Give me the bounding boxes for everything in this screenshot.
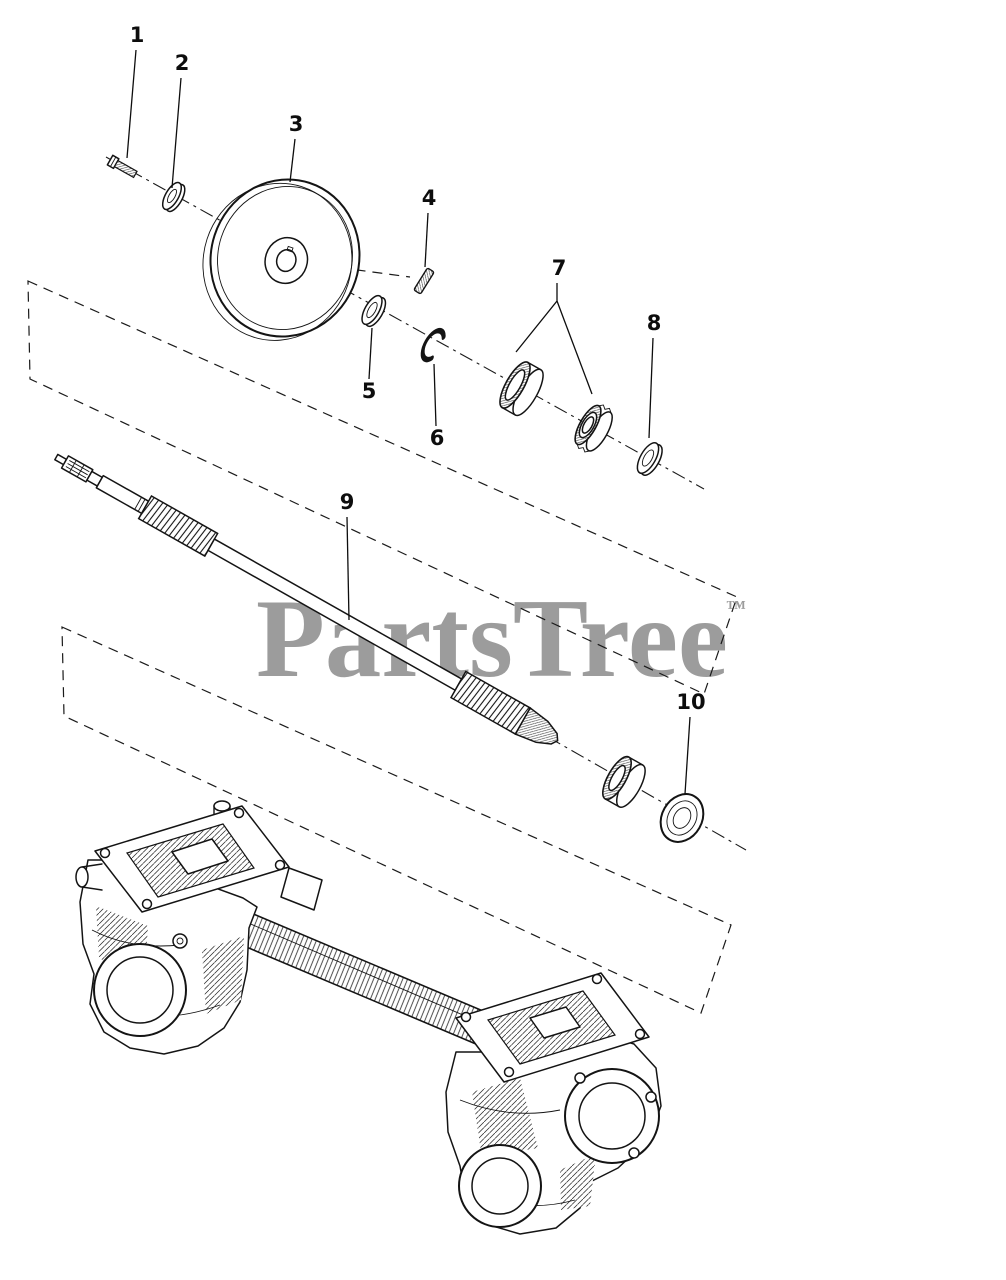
callout-2-label: 2 bbox=[175, 51, 190, 75]
gear-case-housing bbox=[75, 800, 662, 1235]
callout-3-label: 3 bbox=[289, 112, 304, 136]
callout-6-label: 6 bbox=[430, 426, 445, 450]
part-hex-screw bbox=[106, 154, 138, 179]
callout-1: 1 bbox=[126, 23, 145, 159]
part-washer-8 bbox=[636, 441, 663, 476]
callout-9: 9 bbox=[340, 490, 355, 621]
upper-panel-outline bbox=[27, 280, 738, 695]
callout-10-label: 10 bbox=[676, 690, 705, 714]
callout-7: 7 bbox=[515, 256, 593, 395]
callout-5: 5 bbox=[362, 327, 377, 403]
part-washer-5 bbox=[361, 294, 387, 328]
part-woodruff-key bbox=[413, 267, 435, 295]
part-bearing-cup bbox=[499, 361, 544, 417]
callout-2: 2 bbox=[171, 51, 190, 189]
part-worm-shaft bbox=[54, 453, 559, 745]
left-stub-boss bbox=[75, 866, 89, 888]
callout-4: 4 bbox=[422, 186, 437, 268]
callout-8: 8 bbox=[647, 311, 662, 439]
callout-9-label: 9 bbox=[340, 490, 355, 514]
watermark-text: PartsTree bbox=[256, 577, 728, 701]
part-lower-bearing bbox=[602, 755, 646, 808]
part-bearing-cone bbox=[574, 404, 613, 453]
callouts: 1 2 3 4 5 6 7 8 bbox=[126, 23, 706, 795]
upper-centerline bbox=[105, 156, 705, 490]
callout-10: 10 bbox=[676, 690, 706, 795]
part-snap-ring bbox=[420, 327, 446, 363]
callout-7-label: 7 bbox=[552, 256, 567, 280]
callout-5-label: 5 bbox=[362, 379, 377, 403]
watermark-tm: ™ bbox=[726, 597, 746, 619]
lower-centerline bbox=[547, 736, 747, 851]
callout-6: 6 bbox=[430, 363, 445, 450]
callout-8-label: 8 bbox=[647, 311, 662, 335]
watermark: PartsTree ™ bbox=[256, 577, 746, 701]
callout-4-label: 4 bbox=[422, 186, 437, 210]
part-seal bbox=[659, 793, 705, 843]
lower-panel-outline bbox=[61, 626, 732, 1014]
callout-1-label: 1 bbox=[130, 23, 145, 47]
callout-3: 3 bbox=[289, 112, 304, 183]
part-washer-2 bbox=[161, 181, 186, 213]
part-pulley bbox=[202, 178, 361, 341]
reference-panels bbox=[27, 280, 738, 1014]
